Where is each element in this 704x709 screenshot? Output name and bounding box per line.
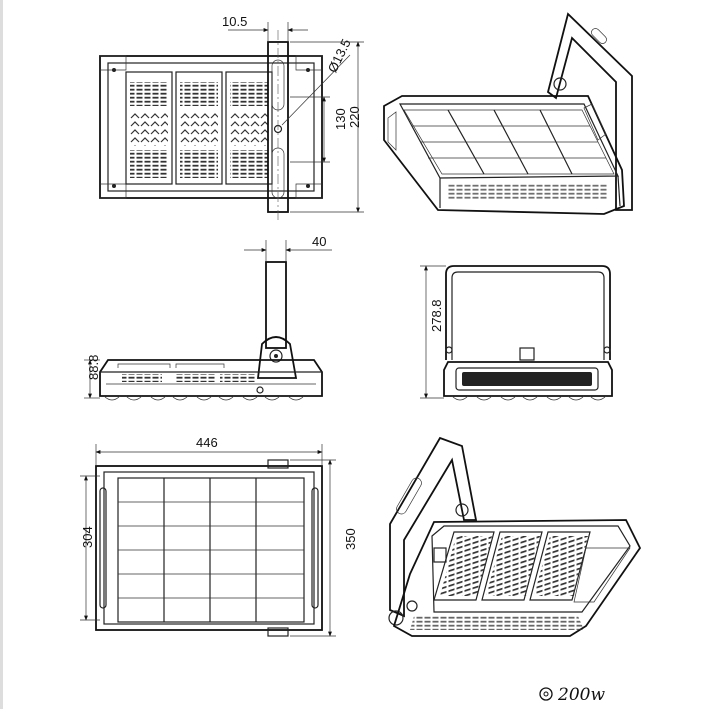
dim-side-depth: 88.8 bbox=[86, 355, 101, 380]
power-rating-label: 200w bbox=[557, 685, 605, 705]
bottom-view: 446 304 350 bbox=[80, 435, 358, 637]
dim-bracket-width: 10.5 bbox=[222, 14, 247, 29]
dim-rear-height: 278.8 bbox=[429, 299, 444, 332]
page-edge bbox=[0, 0, 3, 709]
side-view: 40 88.8 bbox=[84, 234, 332, 401]
power-note: 200w bbox=[539, 685, 605, 705]
iso-view-front bbox=[383, 12, 633, 215]
dim-side-offset: 40 bbox=[312, 234, 326, 249]
dim-bottom-inner-height: 304 bbox=[80, 526, 95, 548]
iso-view-rear bbox=[388, 436, 642, 637]
dim-bracket-height: 220 bbox=[347, 106, 362, 128]
dim-bottom-width: 446 bbox=[196, 435, 218, 450]
dim-bottom-total-height: 350 bbox=[343, 528, 358, 550]
rear-view: 278.8 bbox=[420, 265, 613, 401]
front-view: 10.5 Ø13.5 130 220 bbox=[99, 14, 364, 220]
dim-bracket-slot: 130 bbox=[333, 108, 348, 130]
